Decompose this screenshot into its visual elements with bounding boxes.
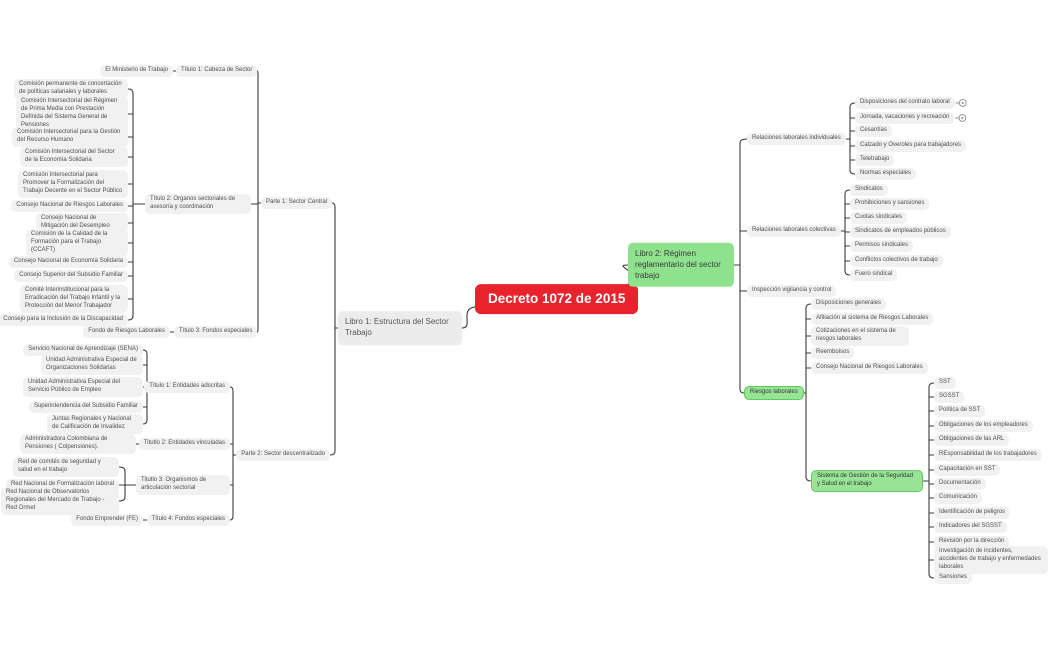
node-t2c9[interactable]: Consejo Nacional de Economía Solidaria — [8, 256, 128, 268]
node-normas[interactable]: Normas especiales — [855, 168, 917, 180]
node-obl-emp[interactable]: Obligaciones de los empleadores — [934, 420, 1033, 432]
node-titulo2-organos[interactable]: Título 2: Organos sectoriales de asesorí… — [145, 194, 251, 214]
node-t2c10[interactable]: Consejo Superior del Subsidio Familiar — [14, 270, 128, 282]
node-politica[interactable]: Política de SST — [934, 405, 986, 417]
node-ministerio[interactable]: El Ministerio de Trabajo — [100, 65, 173, 77]
node-jornada[interactable]: Jornada, vacaciones y recreación — [855, 112, 955, 124]
node-disp-gen[interactable]: Disposiciones generales — [811, 298, 887, 310]
node-capacitacion[interactable]: Capacitación en SST — [934, 464, 1001, 476]
node-rel-ind[interactable]: Relaciones laborales individuales — [747, 133, 846, 145]
node-juntas[interactable]: Juntas Regionales y Nacional de Califica… — [47, 414, 143, 434]
node-libro1[interactable]: Libro 1: Estructura del Sector Trabajo — [338, 311, 462, 345]
node-titulo3-fondos[interactable]: Título 3: Fondos especiales — [174, 326, 258, 338]
node-cuotas[interactable]: Cuotas sindicales — [850, 212, 908, 224]
node-t2c11[interactable]: Comité Interinstitucional para la Erradi… — [20, 285, 128, 313]
node-obl-arl[interactable]: Obligaciones de las ARL — [934, 434, 1010, 446]
node-root[interactable]: Decreto 1072 de 2015 — [475, 284, 639, 314]
node-revision[interactable]: Revisión por la dirección — [934, 536, 1010, 548]
node-red-obs[interactable]: Red Nacional de Observatorios Regionales… — [1, 487, 119, 515]
node-tituloE1[interactable]: Título 1: Entidades adscritas — [144, 381, 230, 393]
collapsed-branch-badge-icon[interactable] — [955, 99, 967, 107]
node-sind-emp[interactable]: Sindicatos de empleados públicos — [850, 226, 951, 238]
node-t2c7[interactable]: Consejo Nacional de Mitigación del Desem… — [36, 213, 128, 233]
node-permisos[interactable]: Permisos sindicales — [850, 240, 914, 252]
node-tituloE2[interactable]: Titutlo 2: Entidades vinculadas — [138, 438, 230, 450]
node-fondo-emprender[interactable]: Fondo Emprender (FE) — [71, 514, 143, 526]
node-sgsst[interactable]: SGSST — [934, 391, 965, 403]
node-superintendencia[interactable]: Superintendencia del Subsidio Familiar — [28, 401, 143, 413]
node-t2c8[interactable]: Comisión de la Calidad de la Formación p… — [26, 229, 128, 257]
node-comunicacion[interactable]: Comunicación — [934, 492, 983, 504]
node-calzado[interactable]: Calzado y Overoles para trabajadores — [855, 140, 967, 152]
node-teletrabajo[interactable]: Teletrabajo — [855, 154, 895, 166]
node-conflictos[interactable]: Conflictos colectivos de trabajo — [850, 255, 943, 267]
node-sanciones[interactable]: Sansiones — [934, 572, 973, 584]
node-tituloE4[interactable]: Título 4: Fondos especiales — [146, 514, 230, 526]
node-t2c1[interactable]: Comisión permanente de concertación de p… — [14, 79, 128, 99]
node-uae-org[interactable]: Unidad Administrativa Especial de Organi… — [41, 355, 143, 375]
node-sgsst-box[interactable]: Sistema de Gestión de la Seguridad y Sal… — [811, 470, 923, 492]
node-t2c2[interactable]: Comisión Intersectorial del Régimen de P… — [16, 96, 128, 132]
node-colpensiones[interactable]: Administradora Colombiana de Pensiones (… — [20, 434, 136, 454]
node-t2c6[interactable]: Consejo Nacional de Riesgos Laborales — [11, 200, 128, 212]
node-prohibiciones[interactable]: Prohibiciones y sansiones — [850, 198, 930, 210]
branch-connectors — [118, 70, 935, 579]
node-red-comites[interactable]: Red de comités de seguridad y salud en e… — [13, 457, 119, 477]
node-titulo1-cabeza[interactable]: Título 1: Cabeza de Sector — [176, 65, 258, 77]
collapsed-branch-badge-icon[interactable] — [955, 114, 967, 122]
node-red-formal[interactable]: Red Nacional de Formalización laboral — [5, 479, 119, 491]
node-libro2[interactable]: Libro 2: Régimen reglamentario del secto… — [628, 242, 734, 288]
node-t2c3[interactable]: Comisión Intersectorial para la Gestión … — [12, 127, 128, 147]
node-documentacion[interactable]: Documentación — [934, 478, 986, 490]
node-tituloE3[interactable]: Titutlo 3: Organismos de articulación se… — [136, 475, 230, 495]
node-resp-trab[interactable]: REsponsabilidad de los trabajadores — [934, 449, 1042, 461]
node-t2c5[interactable]: Comisión Intersectorial para Promover la… — [18, 170, 128, 198]
node-t2c12[interactable]: Consejo para la Inclusión de la Discapac… — [0, 314, 128, 326]
node-cotizaciones[interactable]: Cotizaciones en el sistema de riesgos la… — [811, 326, 909, 346]
node-cesantias[interactable]: Cesantías — [855, 125, 893, 137]
node-uae-spe[interactable]: Unidad Administrativa Especial del Servi… — [23, 377, 143, 397]
node-rel-col[interactable]: Relaciones laborales colectivas — [747, 225, 841, 237]
node-parte2[interactable]: Parte 2: Sector descentralizado — [236, 449, 330, 461]
node-sindicatos[interactable]: Sindicatos — [850, 184, 888, 196]
node-consejo-nrl[interactable]: Consejo Nacional de Riesgos Laborales — [811, 362, 928, 374]
node-sst[interactable]: SST — [934, 377, 956, 389]
node-indicadores[interactable]: Indicadores del SGSST — [934, 521, 1007, 533]
node-fuero[interactable]: Fuero sindical — [850, 269, 898, 281]
node-t2c4[interactable]: Comisión Intersectorial del Sector de la… — [20, 147, 128, 167]
node-investigacion[interactable]: Investigación de incidentes, accidentes … — [934, 546, 1048, 574]
node-disposiciones[interactable]: Disposiciones del contrato laboral — [855, 97, 955, 109]
node-identificacion[interactable]: Identificación de peligros — [934, 507, 1011, 519]
node-afiliacion[interactable]: Afiliación al sistema de Riesgos Laboral… — [811, 313, 934, 325]
node-parte1[interactable]: Parte 1: Sector Central — [261, 197, 333, 209]
node-fondo-riesgos[interactable]: Fondo de Riesgos Laborales — [83, 326, 170, 338]
node-riesgos[interactable]: Riesgos laborales — [744, 386, 804, 400]
node-inspeccion[interactable]: Inspección vigilancia y control — [747, 285, 837, 297]
node-sena[interactable]: Servicio Nacional de Aprendizaje (SENA) — [23, 344, 143, 356]
node-reembolsos[interactable]: Reembolsos — [811, 347, 855, 359]
